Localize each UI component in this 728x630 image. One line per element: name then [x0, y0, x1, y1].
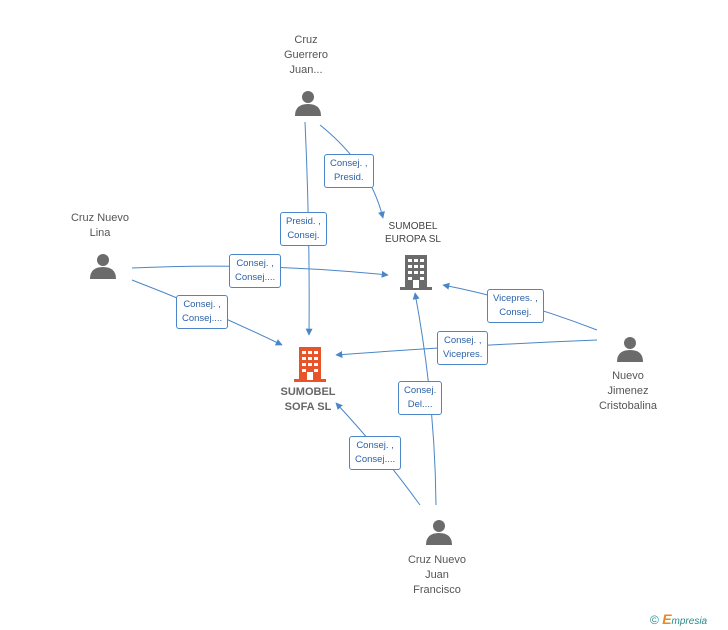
edge-label-cristobalina-sofa[interactable]: Consej. , Vicepres. — [437, 331, 489, 365]
person-name-line: Cruz — [294, 34, 318, 46]
edge-role-line: Consej. , — [443, 335, 482, 346]
person-name-line: Cruz Nuevo — [70, 212, 130, 224]
edge-label-guerrero-sofa[interactable]: Presid. , Consej. — [280, 212, 327, 246]
copyright-mark[interactable]: © Empresia — [650, 611, 707, 627]
person-icon[interactable] — [89, 252, 117, 280]
person-name-line: Lina — [89, 227, 111, 239]
company-name-line: SUMOBEL — [280, 386, 336, 398]
company-name-line: SUMOBEL — [388, 221, 438, 232]
person-name-line: Juan — [425, 569, 449, 581]
edge-label-lina-sofa[interactable]: Consej. , Consej.... — [176, 295, 229, 329]
edge-role-line: Del.... — [407, 399, 433, 410]
person-label-cruz-nuevo-lina[interactable]: Cruz Nuevo Lina — [50, 211, 150, 241]
person-name-line: Juan... — [289, 64, 323, 76]
edge-role-line: Consej. — [499, 307, 532, 318]
company-name-line: EUROPA SL — [385, 234, 441, 245]
edge-role-line: Consej. , — [356, 440, 394, 451]
edge-role-line: Consej.... — [182, 313, 223, 324]
edge-role-line: Consej. , — [183, 299, 221, 310]
person-label-cruz-guerrero[interactable]: Cruz Guerrero Juan... — [256, 33, 356, 78]
person-icon[interactable] — [616, 335, 644, 363]
edge-role-line: Vicepres. , — [493, 293, 538, 304]
company-name-line: SOFA SL — [284, 401, 332, 413]
person-name-line: Cruz Nuevo — [407, 554, 467, 566]
edge-label-lina-europa[interactable]: Consej. , Consej.... — [229, 254, 282, 288]
building-icon[interactable] — [294, 346, 326, 382]
empresia-logo-initial: E — [662, 611, 672, 627]
edge-label-francisco-europa[interactable]: Consej. Del.... — [398, 381, 443, 415]
edge-role-line: Consej. — [404, 385, 437, 396]
company-label-sumobel-sofa[interactable]: SUMOBEL SOFA SL — [258, 385, 358, 415]
edge-label-francisco-sofa[interactable]: Consej. , Consej.... — [349, 436, 402, 470]
person-name-line: Cristobalina — [598, 400, 658, 412]
building-icon[interactable] — [400, 254, 432, 290]
person-icon[interactable] — [425, 518, 453, 546]
company-label-sumobel-europa[interactable]: SUMOBEL EUROPA SL — [363, 220, 463, 246]
edge-label-cristobalina-europa[interactable]: Vicepres. , Consej. — [487, 289, 544, 323]
edge-role-line: Consej. , — [330, 158, 368, 169]
edge-role-line: Consej. — [287, 230, 320, 241]
person-name-line: Nuevo — [612, 370, 644, 382]
person-name-line: Jimenez — [607, 385, 649, 397]
edge-label-guerrero-europa[interactable]: Consej. , Presid. — [324, 154, 374, 188]
person-name-line: Guerrero — [283, 49, 329, 61]
person-label-nuevo-jimenez[interactable]: Nuevo Jimenez Cristobalina — [578, 369, 678, 414]
person-icon[interactable] — [294, 89, 322, 117]
person-label-cruz-nuevo-juan-francisco[interactable]: Cruz Nuevo Juan Francisco — [387, 553, 487, 598]
empresia-logo-text: mpresia — [671, 616, 708, 627]
edge-role-line: Presid. , — [286, 216, 321, 227]
person-name-line: Francisco — [413, 584, 461, 596]
edge-role-line: Consej. , — [236, 258, 274, 269]
edge-role-line: Presid. — [333, 172, 364, 183]
edge-role-line: Vicepres. — [443, 349, 483, 360]
edge-role-line: Consej.... — [355, 454, 396, 465]
edge-role-line: Consej.... — [235, 272, 276, 283]
copyright-icon: © — [650, 613, 659, 627]
